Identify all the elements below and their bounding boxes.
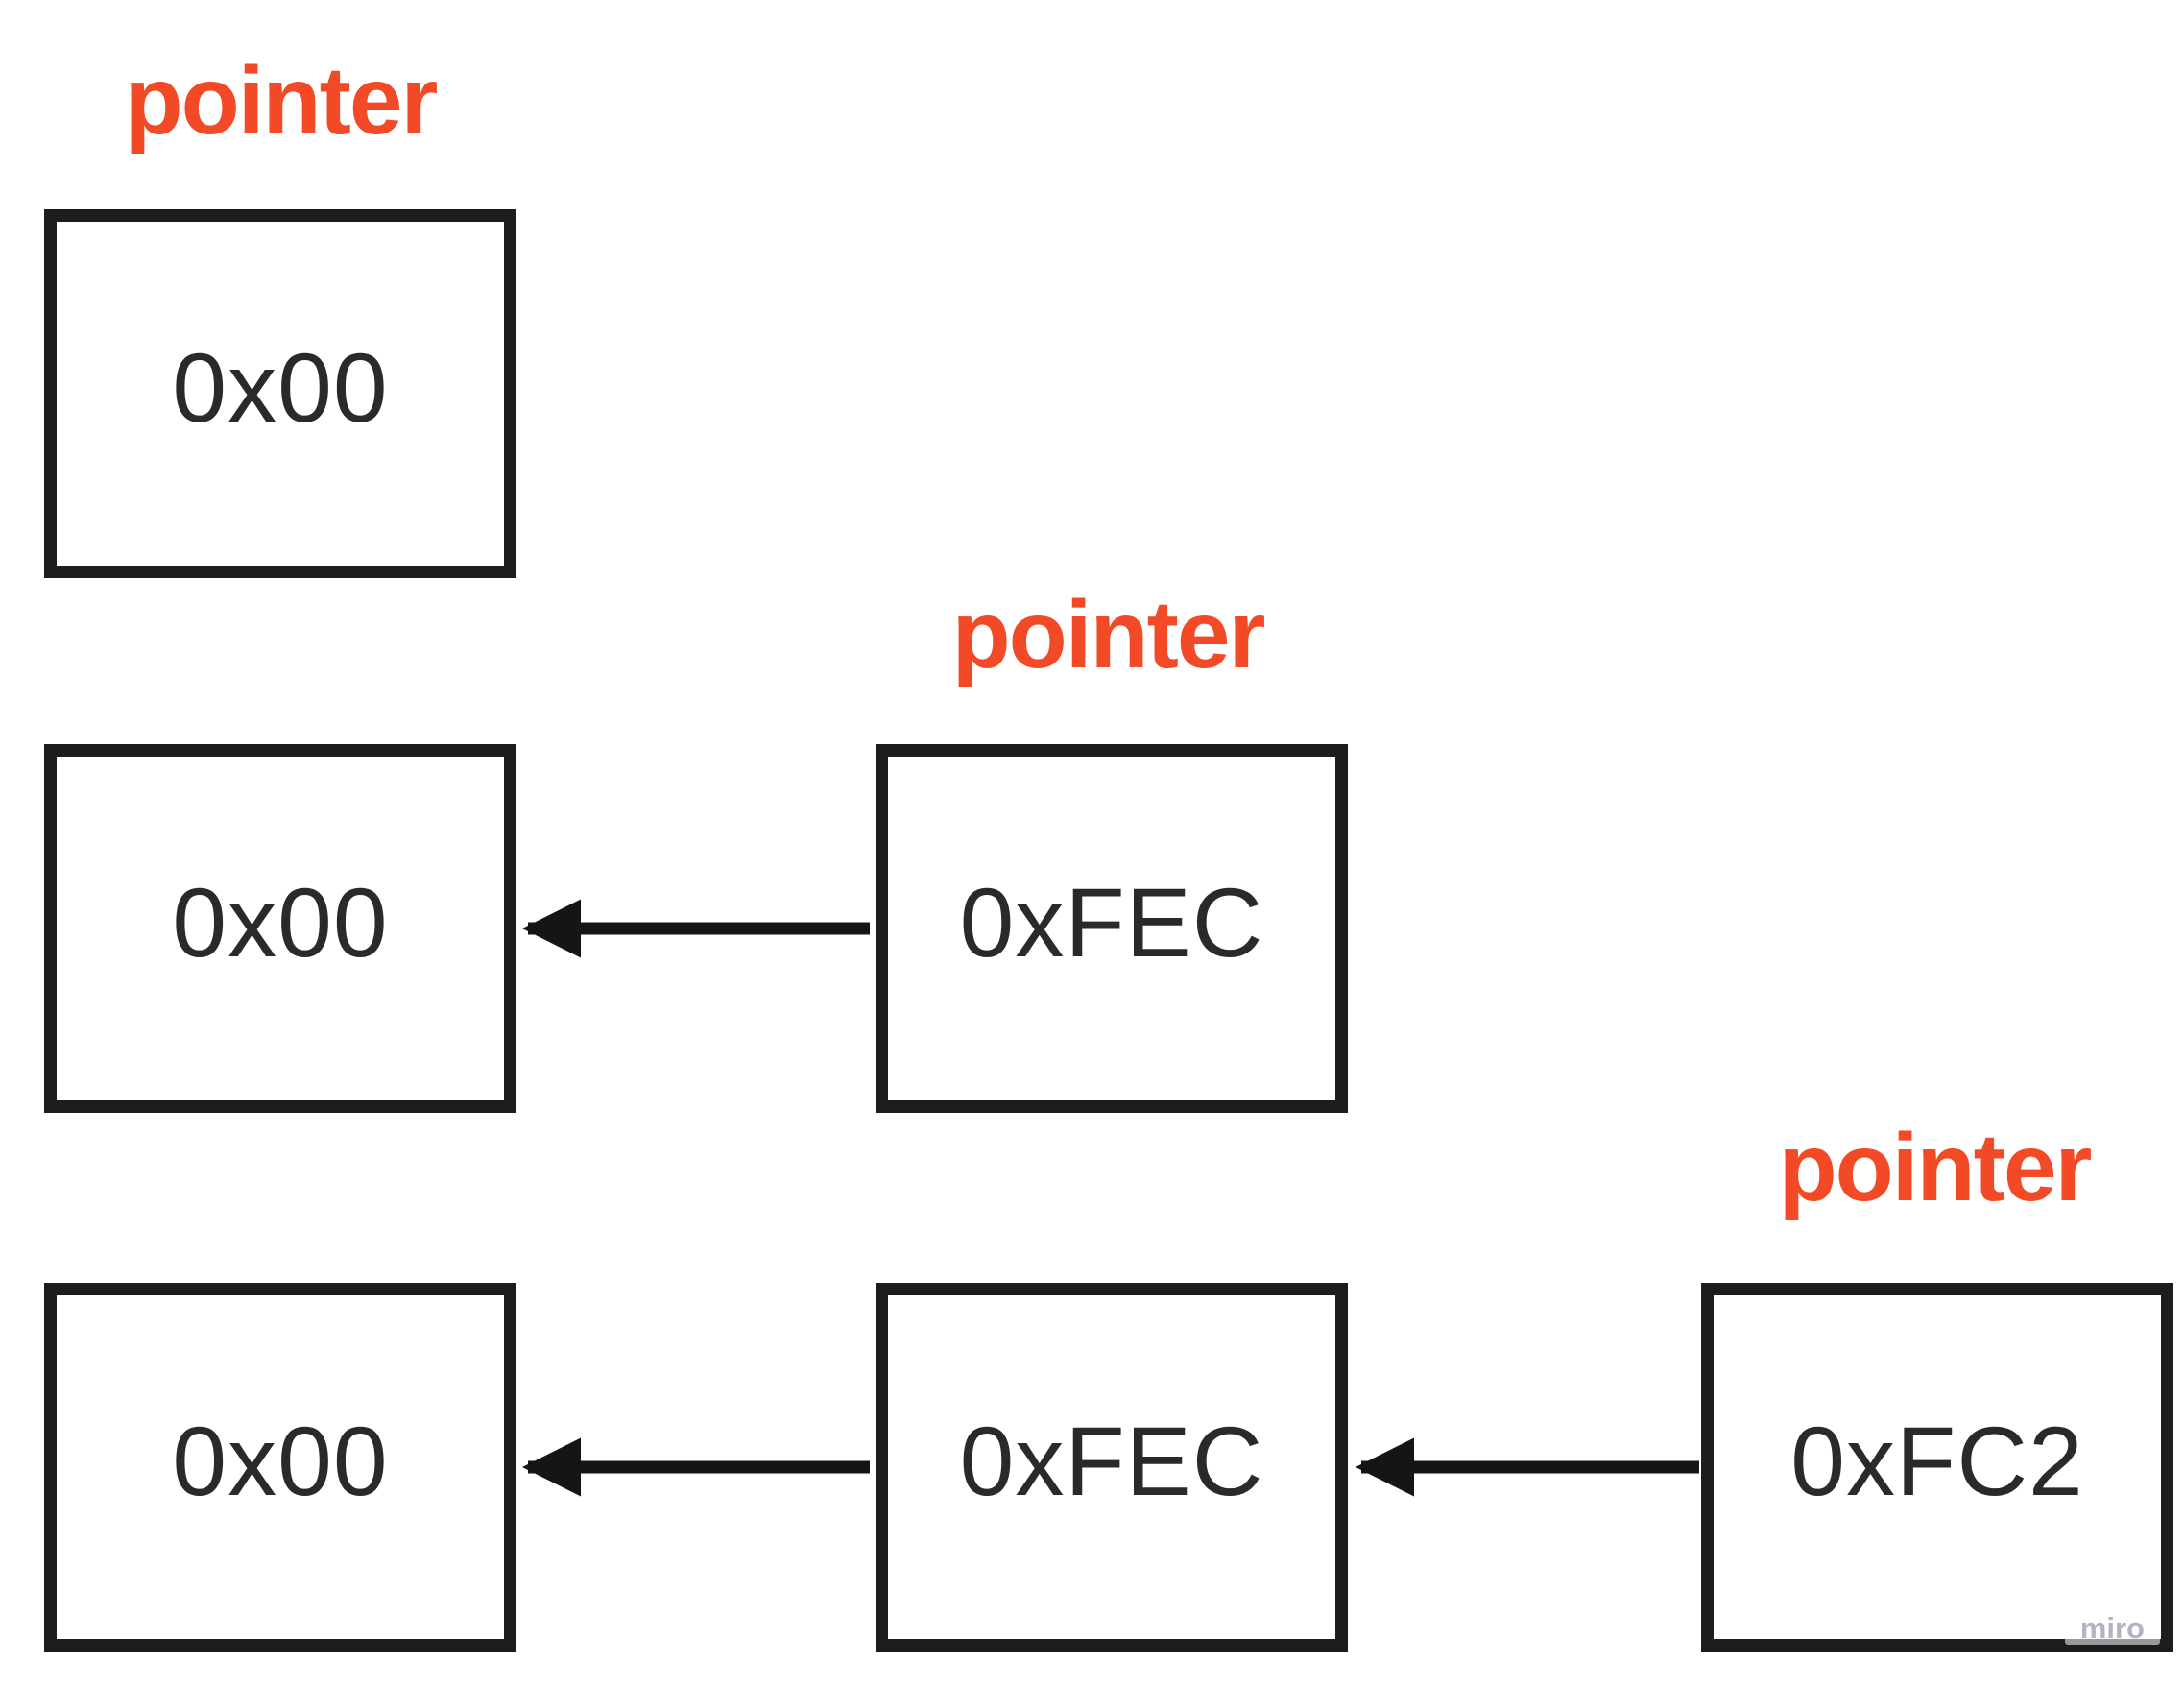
box-value: 0x00	[172, 332, 389, 443]
miro-watermark: miro	[2064, 1610, 2160, 1645]
memory-box: 0x00	[44, 1283, 516, 1652]
pointer-label: pointer	[1778, 1114, 2093, 1221]
pointer-label: pointer	[124, 47, 439, 155]
pointer-label: pointer	[951, 581, 1266, 688]
box-value: 0xFC2	[1790, 1406, 2084, 1516]
memory-box: 0xFC2	[1701, 1283, 2173, 1652]
memory-box: 0xFEC	[876, 744, 1348, 1113]
box-value: 0x00	[172, 867, 389, 977]
memory-box: 0x00	[44, 209, 516, 578]
memory-box: 0xFEC	[876, 1283, 1348, 1652]
box-value: 0xFEC	[959, 1406, 1264, 1516]
box-value: 0x00	[172, 1406, 389, 1516]
miro-watermark-text: miro	[2079, 1610, 2145, 1645]
memory-box: 0x00	[44, 744, 516, 1113]
box-value: 0xFEC	[959, 867, 1264, 977]
